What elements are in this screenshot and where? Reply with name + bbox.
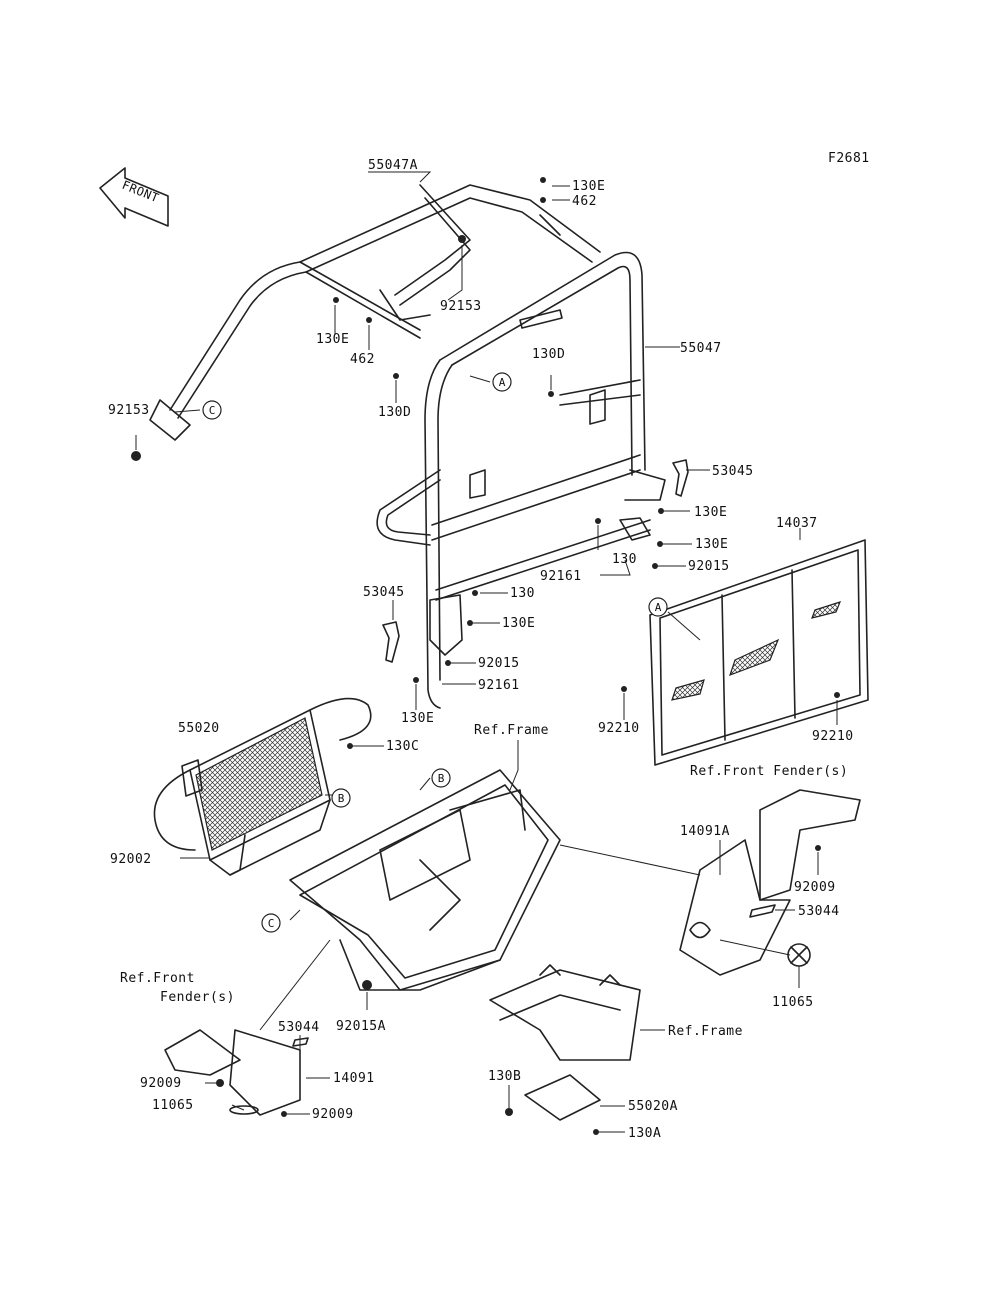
skid-plate bbox=[489, 964, 641, 1121]
svg-text:A: A bbox=[499, 376, 506, 389]
ref-circle-a-lower: A bbox=[648, 597, 668, 617]
fender-panel-left bbox=[164, 1029, 309, 1116]
main-frame bbox=[289, 769, 561, 991]
bracket-right bbox=[619, 517, 651, 541]
label-ref-front-fender-right: Ref.Front Fender(s) bbox=[690, 764, 848, 779]
label-130A: 130A bbox=[628, 1126, 661, 1141]
label-462-top: 462 bbox=[572, 194, 597, 209]
label-92015A: 92015A bbox=[336, 1019, 386, 1034]
svg-text:C: C bbox=[268, 917, 275, 930]
label-130E-left: 130E bbox=[316, 332, 349, 347]
label-53045-left: 53045 bbox=[363, 585, 405, 600]
label-92009-l2: 92009 bbox=[312, 1107, 354, 1122]
svg-text:B: B bbox=[338, 792, 345, 805]
label-130E-top: 130E bbox=[572, 179, 605, 194]
svg-text:C: C bbox=[209, 404, 216, 417]
label-11065-l: 11065 bbox=[152, 1098, 194, 1113]
label-92153-left: 92153 bbox=[108, 403, 150, 418]
front-arrow-label: FRONT bbox=[120, 178, 161, 205]
label-130-l: 130 bbox=[510, 586, 535, 601]
label-130B: 130B bbox=[488, 1069, 521, 1084]
label-92210-r: 92210 bbox=[812, 729, 854, 744]
label-130E-l2: 130E bbox=[401, 711, 434, 726]
svg-text:B: B bbox=[438, 772, 445, 785]
label-53044-r: 53044 bbox=[798, 904, 840, 919]
grommet-right-icon bbox=[787, 943, 811, 967]
label-53045-right: 53045 bbox=[712, 464, 754, 479]
label-130-r: 130 bbox=[612, 552, 637, 567]
label-92002: 92002 bbox=[110, 852, 152, 867]
label-130E-r2: 130E bbox=[695, 537, 728, 552]
grommet-left-icon bbox=[229, 1105, 259, 1115]
label-130D-right: 130D bbox=[532, 347, 565, 362]
label-ref-frame-bottom: Ref.Frame bbox=[668, 1024, 743, 1039]
label-ref-frame-top: Ref.Frame bbox=[474, 723, 549, 738]
label-92161-l: 92161 bbox=[478, 678, 520, 693]
label-92015-r: 92015 bbox=[688, 559, 730, 574]
label-92161-r: 92161 bbox=[540, 569, 582, 584]
roll-bar-upper bbox=[149, 184, 601, 441]
label-ref-front-fender-left-2: Fender(s) bbox=[160, 990, 235, 1005]
label-130E-l1: 130E bbox=[502, 616, 535, 631]
ref-circle-b-right: B bbox=[431, 768, 451, 788]
rear-frame bbox=[376, 251, 666, 709]
label-55020A: 55020A bbox=[628, 1099, 678, 1114]
label-ref-front-fender-left-1: Ref.Front bbox=[120, 971, 195, 986]
ref-circle-c-lower: C bbox=[261, 913, 281, 933]
front-bumper bbox=[153, 697, 372, 876]
latch-left bbox=[382, 621, 400, 663]
ref-circle-a-upper: A bbox=[492, 372, 512, 392]
svg-text:A: A bbox=[655, 601, 662, 614]
label-92153-top: 92153 bbox=[440, 299, 482, 314]
label-55047: 55047 bbox=[680, 341, 722, 356]
label-462-left: 462 bbox=[350, 352, 375, 367]
label-14091: 14091 bbox=[333, 1071, 375, 1086]
rear-screen bbox=[649, 539, 869, 766]
label-130E-r1: 130E bbox=[694, 505, 727, 520]
label-14091A: 14091A bbox=[680, 824, 730, 839]
label-92009-r: 92009 bbox=[794, 880, 836, 895]
leader-lines bbox=[135, 171, 838, 1133]
label-92009-l1: 92009 bbox=[140, 1076, 182, 1091]
label-92210-l: 92210 bbox=[598, 721, 640, 736]
fasteners bbox=[131, 177, 840, 1135]
label-130D-left: 130D bbox=[378, 405, 411, 420]
label-55047A: 55047A bbox=[368, 158, 418, 173]
label-11065-r: 11065 bbox=[772, 995, 814, 1010]
latch-right bbox=[672, 459, 689, 497]
front-arrow-icon: FRONT bbox=[99, 167, 169, 227]
label-14037: 14037 bbox=[776, 516, 818, 531]
label-92015-l: 92015 bbox=[478, 656, 520, 671]
ref-circle-c-upper: C bbox=[202, 400, 222, 420]
label-130C: 130C bbox=[386, 739, 419, 754]
ref-circle-b-left: B bbox=[331, 788, 351, 808]
label-55020: 55020 bbox=[178, 721, 220, 736]
diagram-code: F2681 bbox=[828, 151, 870, 166]
label-53044-l: 53044 bbox=[278, 1020, 320, 1035]
